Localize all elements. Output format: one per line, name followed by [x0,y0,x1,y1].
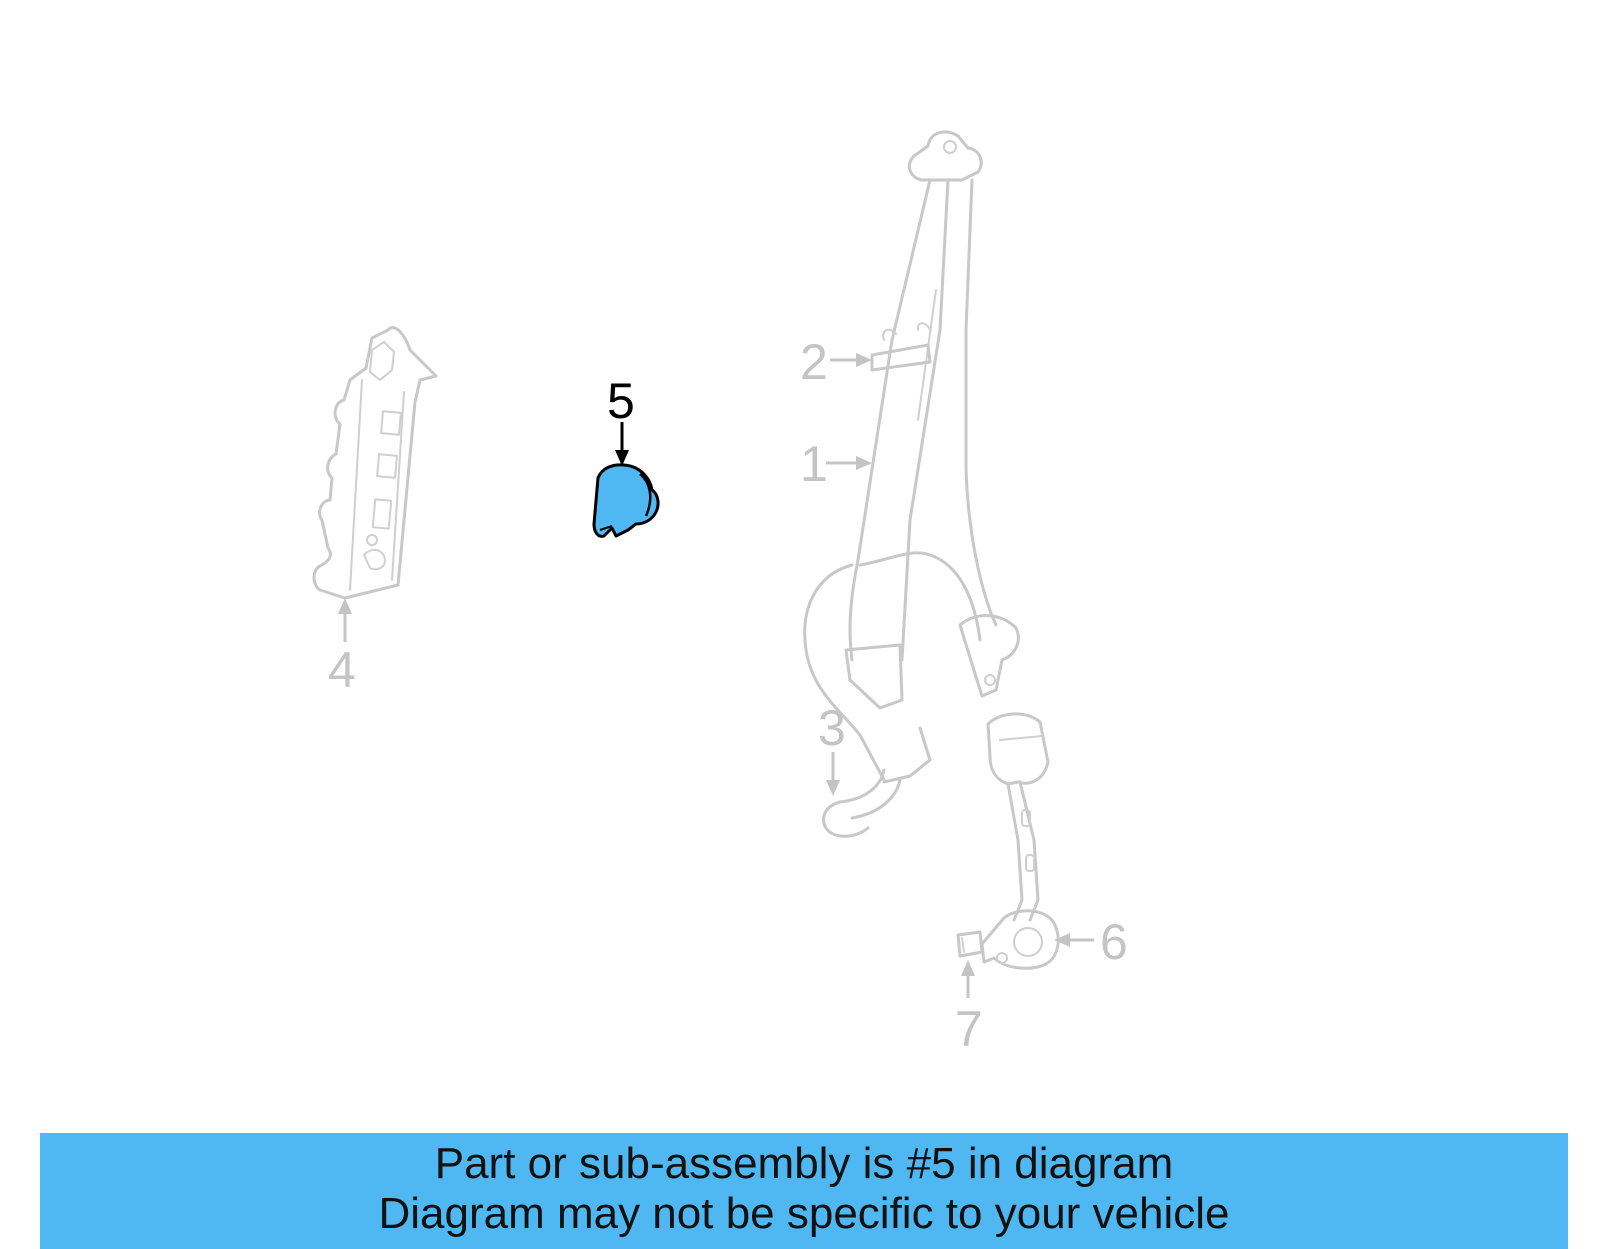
part-6-buckle-assembly [980,712,1060,970]
callout-5: 5 [607,373,635,466]
callout-6: 6 [1054,914,1128,970]
callout-2-label: 2 [800,334,828,390]
callout-7-label: 7 [955,1001,983,1057]
callout-2: 2 [800,334,872,390]
callout-4: 4 [328,598,356,698]
banner-line-disclaimer: Diagram may not be specific to your vehi… [378,1189,1230,1238]
callout-3-label: 3 [818,700,846,756]
callout-1-label: 1 [800,436,828,492]
part-4-height-adjuster [312,326,438,600]
callout-7: 7 [955,960,983,1057]
info-banner: Part or sub-assembly is #5 in diagram Di… [40,1133,1568,1249]
part-5-cover-highlighted [592,463,660,538]
callout-6-label: 6 [1100,914,1128,970]
part-7-bolt [956,930,984,958]
callout-3: 3 [818,700,846,796]
banner-line-part-reference: Part or sub-assembly is #5 in diagram [434,1139,1174,1188]
callout-4-label: 4 [328,642,356,698]
callout-5-label: 5 [607,373,635,429]
part-1-belt-assembly [803,130,1020,838]
callout-1: 1 [800,436,872,492]
